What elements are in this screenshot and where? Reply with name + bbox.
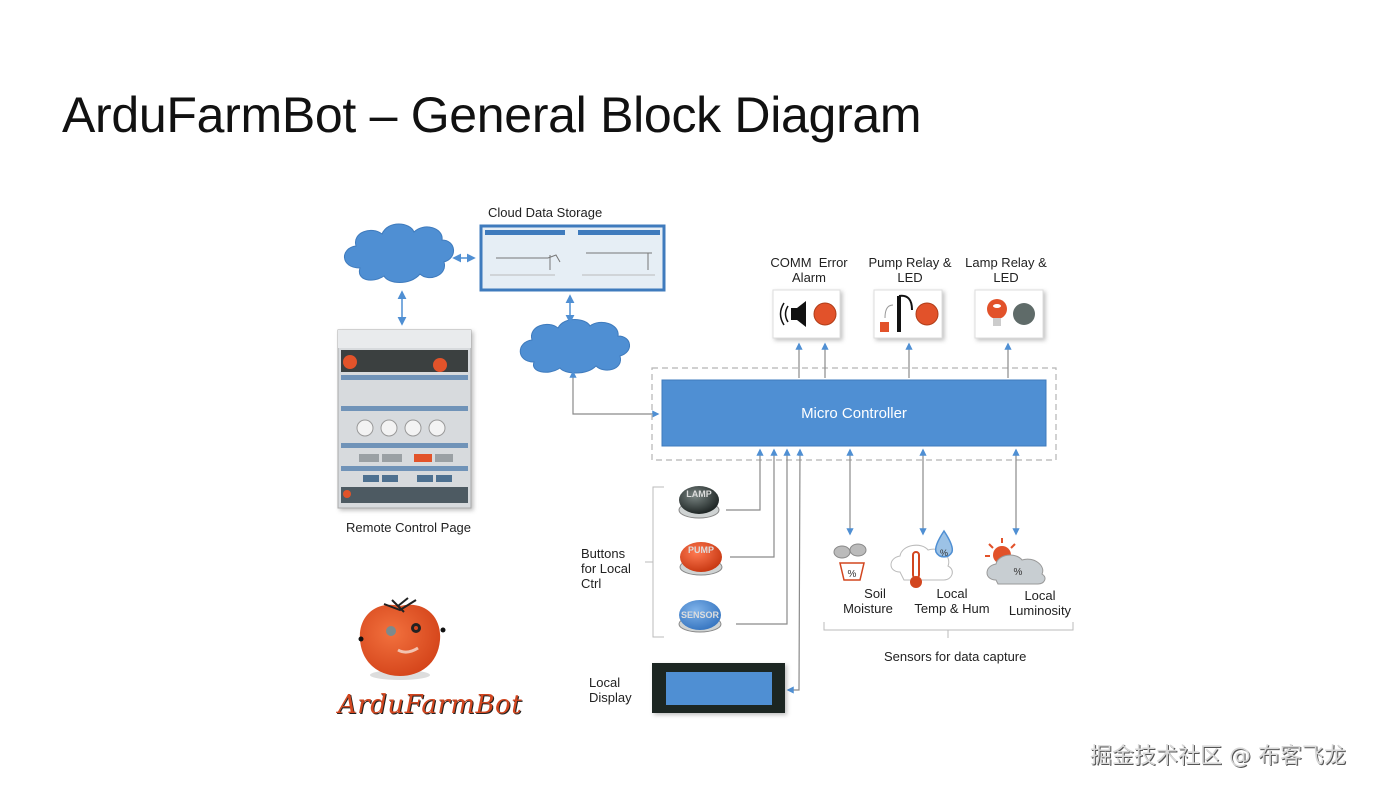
controller-boundary: [651, 367, 1057, 461]
output-label-lamp: Lamp Relay & LED: [958, 255, 1054, 285]
bracket: [652, 486, 664, 638]
output-label-comm: COMM Error Alarm: [762, 255, 856, 285]
output-label-line: COMM Error: [770, 255, 848, 270]
output-label-line: LED: [993, 270, 1019, 285]
led-gray-icon: [1013, 303, 1035, 325]
connector-arrow: [730, 448, 778, 558]
watermark: 掘金技术社区 @ 布客飞龙: [1090, 744, 1346, 769]
local-display-label: Local Display: [589, 675, 632, 705]
cloud-storage-dashboard: [479, 224, 666, 292]
output-label-pump: Pump Relay & LED: [862, 255, 958, 285]
svg-text:%: %: [940, 548, 948, 558]
svg-text:%: %: [848, 569, 857, 580]
label-line: Local: [936, 586, 968, 601]
remote-page-label: Remote Control Page: [346, 520, 472, 535]
buttons-group-label: Buttons for Local Ctrl: [581, 546, 631, 591]
connector-arrow: [786, 448, 804, 694]
output-label-line: Lamp Relay &: [965, 255, 1047, 270]
output-lamp-relay: [974, 289, 1044, 339]
svg-text:LAMP: LAMP: [686, 489, 712, 499]
label-line: Soil: [864, 586, 886, 601]
slide-title: ArduFarmBot – General Block Diagram: [62, 87, 922, 143]
svg-text:PUMP: PUMP: [688, 545, 714, 555]
label-line: Local: [589, 675, 621, 690]
connector-arrow: [736, 448, 791, 625]
label-line: Display: [589, 690, 632, 705]
internet-cloud-icon: [519, 319, 630, 374]
temperature-humidity-icon: %: [890, 529, 954, 588]
label-line: Buttons: [581, 546, 626, 561]
label-line: for Local: [581, 561, 631, 576]
output-pump-relay: [873, 289, 943, 339]
svg-text:%: %: [1014, 567, 1023, 578]
led-red-icon: [915, 302, 939, 326]
sensor-label-luminosity: Local Luminosity: [1004, 588, 1076, 618]
soil-moisture-icon: %: [833, 543, 867, 581]
micro-controller-label: Micro Controller: [801, 404, 907, 422]
internet-cloud-icon: [344, 223, 454, 283]
micro-controller-block: [661, 379, 1047, 447]
output-label-line: Pump Relay &: [868, 255, 952, 270]
output-comm-error-alarm: [772, 289, 841, 339]
logo-text: ArduFarmBot: [338, 690, 523, 720]
connector-arrow: [569, 370, 660, 418]
bracket: [823, 622, 1074, 631]
button-sensor[interactable]: SENSOR: [678, 600, 722, 633]
sensor-label-soil: Soil Moisture: [836, 586, 900, 616]
cloud-storage-label: Cloud Data Storage: [488, 205, 603, 220]
label-line: Temp & Hum: [914, 601, 990, 616]
label-line: Luminosity: [1008, 603, 1072, 618]
sensor-label-temp: Local Temp & Hum: [910, 586, 994, 616]
led-red-icon: [813, 302, 837, 326]
svg-text:SENSOR: SENSOR: [681, 610, 720, 620]
ardufarmbot-logo: [358, 597, 446, 680]
label-line: Local: [1024, 588, 1056, 603]
output-label-line: LED: [897, 270, 923, 285]
connector-arrow: [726, 448, 764, 511]
local-display-lcd: [652, 663, 785, 713]
light-bulb-icon: [987, 299, 1007, 326]
output-label-line: Alarm: [792, 270, 826, 285]
button-pump[interactable]: PUMP: [679, 542, 723, 576]
speaker-icon: [779, 301, 806, 327]
sensors-group-label: Sensors for data capture: [884, 649, 1027, 664]
remote-control-page-thumbnail: [337, 329, 472, 509]
label-line: Ctrl: [581, 576, 602, 591]
luminosity-icon: %: [985, 538, 1046, 585]
button-lamp[interactable]: LAMP: [678, 486, 720, 519]
label-line: Moisture: [843, 601, 893, 616]
water-pump-icon: [880, 294, 913, 332]
